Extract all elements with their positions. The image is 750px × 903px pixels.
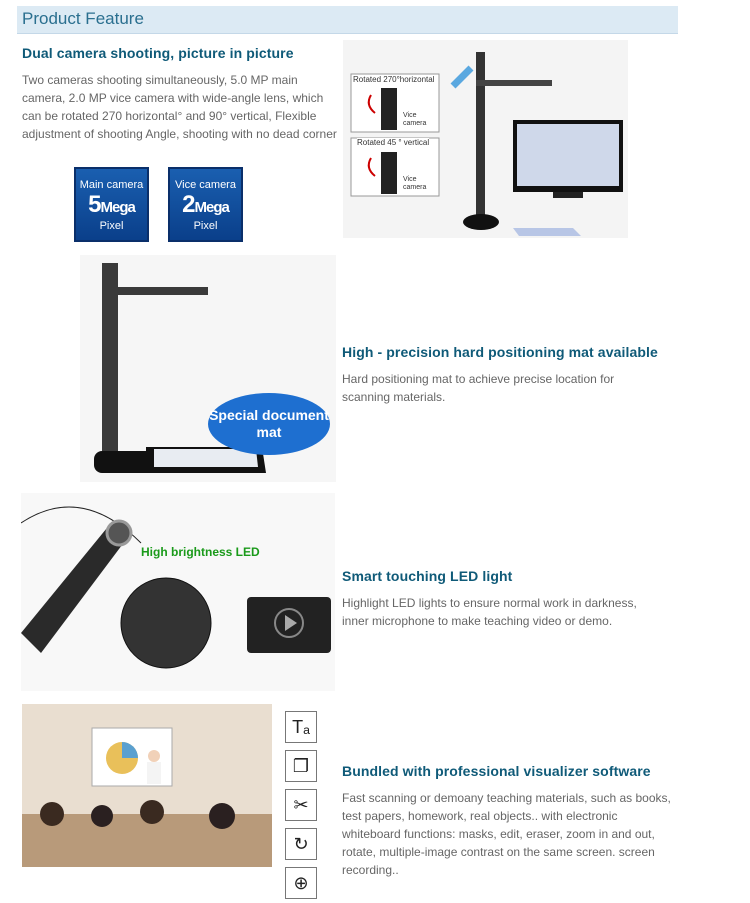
badge-value: 2 [182, 191, 195, 218]
feature-desc-positioning-mat: Hard positioning mat to achieve precise … [342, 372, 615, 404]
rotate-h-label: Rotated 270°horizontal [353, 75, 435, 84]
badge-unit: Mega [100, 199, 136, 216]
page-title: Product Feature [22, 9, 144, 28]
badge-sub: Pixel [193, 220, 218, 232]
badge-unit: Mega [194, 199, 230, 216]
vice-camera-badge: Vice camera 2Mega Pixel [168, 167, 243, 242]
led-light-image: High brightness LED [21, 493, 335, 691]
badge-sub: Pixel [99, 220, 124, 232]
positioning-mat-image: Special document mat [80, 255, 336, 482]
special-mat-bubble: Special document mat [208, 393, 330, 455]
feature-title-positioning-mat: High - precision hard positioning mat av… [342, 344, 658, 360]
copy-icon: ❐ [285, 750, 317, 782]
classroom-image [22, 704, 272, 867]
dual-camera-image: Rotated 270°horizontal Rotated 45 ° vert… [343, 40, 628, 238]
badge-value: 5 [88, 191, 101, 218]
badge-label: Vice camera [175, 179, 236, 191]
main-camera-badge: Main camera 5Mega Pixel [74, 167, 149, 242]
text-icon: Tₐ [285, 711, 317, 743]
section-header: Product Feature [17, 6, 678, 34]
zoom-in-icon: ⊕ [285, 867, 317, 899]
feature-title-dual-camera: Dual camera shooting, picture in picture [22, 45, 294, 61]
feature-desc-software: Fast scanning or demoany teaching materi… [342, 791, 671, 877]
feature-title-software: Bundled with professional visualizer sof… [342, 763, 651, 779]
vice-camera-label: Vice camera [403, 176, 427, 191]
rotate-v-label: Rotated 45 ° vertical [357, 138, 430, 147]
scissors-icon: ✂ [285, 789, 317, 821]
feature-desc-led: Highlight LED lights to ensure normal wo… [342, 596, 637, 628]
rotate-icon: ↻ [285, 828, 317, 860]
badge-label: Main camera [79, 179, 144, 191]
feature-desc-dual-camera: Two cameras shooting simultaneously, 5.0… [22, 73, 337, 141]
feature-title-led: Smart touching LED light [342, 568, 513, 584]
led-label: High brightness LED [141, 545, 260, 559]
vice-camera-label: Vice camera [403, 112, 427, 127]
